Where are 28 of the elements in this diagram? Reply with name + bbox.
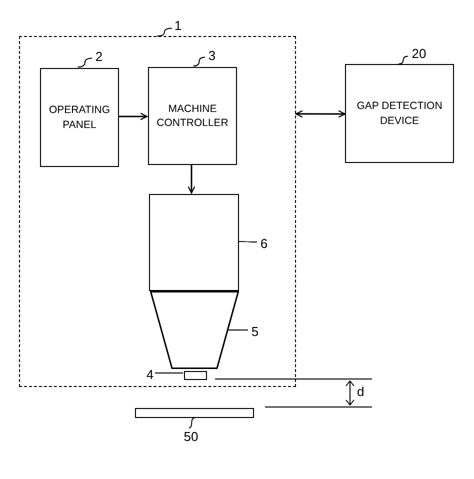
nozzle-tip bbox=[184, 371, 207, 380]
arrow bbox=[188, 164, 196, 194]
dimension-label: d bbox=[357, 385, 364, 398]
tapered-nozzle bbox=[150, 291, 239, 369]
arrow bbox=[118, 112, 148, 120]
arrow bbox=[295, 110, 346, 118]
leader-line bbox=[154, 372, 184, 374]
reference-numeral: 50 bbox=[180, 428, 202, 444]
process-box: GAP DETECTION DEVICE bbox=[345, 64, 454, 163]
reference-numeral: 5 bbox=[249, 323, 261, 339]
leader-line bbox=[192, 56, 206, 66]
leader-line bbox=[188, 418, 195, 428]
leader-line bbox=[77, 58, 92, 68]
reference-numeral: 4 bbox=[144, 366, 156, 382]
reference-numeral: 6 bbox=[258, 235, 270, 251]
reference-numeral: 2 bbox=[93, 48, 105, 64]
head-body bbox=[149, 194, 239, 291]
reference-numeral: 1 bbox=[172, 17, 184, 33]
reference-numeral: 3 bbox=[206, 47, 218, 63]
leader-line bbox=[156, 28, 172, 36]
leader-line bbox=[238, 241, 258, 242]
leader-line bbox=[226, 330, 248, 331]
dashed-boundary bbox=[19, 36, 296, 387]
process-box: MACHINE CONTROLLER bbox=[148, 67, 237, 165]
workpiece-plate bbox=[135, 408, 254, 418]
leader-line bbox=[398, 56, 408, 64]
reference-numeral: 20 bbox=[408, 45, 430, 61]
process-box: OPERATING PANEL bbox=[40, 68, 119, 167]
